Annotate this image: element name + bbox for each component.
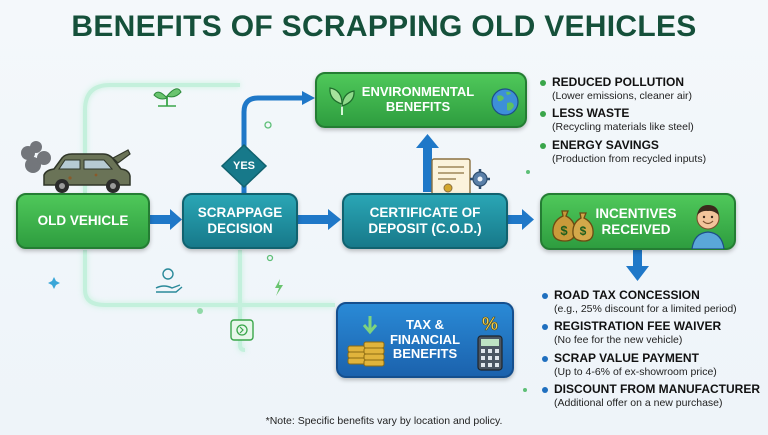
decor-dot [526,170,530,174]
sparkle-icon [48,277,60,289]
list-item-title: SCRAP VALUE PAYMENT [554,352,764,366]
incentives-label-line2: RECEIVED [595,222,676,238]
page-title: BENEFITS OF SCRAPPING OLD VEHICLES [0,10,768,44]
list-item: SCRAP VALUE PAYMENT (Up to 4-6% of ex-sh… [542,352,764,378]
tax-label-line3: BENEFITS [390,347,460,362]
money-bag-icon: $ $ [548,205,598,247]
list-item-title: LESS WASTE [552,107,762,121]
percent-icon: % [482,314,498,334]
certificate-label-line1: CERTIFICATE OF [370,205,481,221]
svg-text:$: $ [580,224,587,238]
list-item: LESS WASTE (Recycling materials like ste… [540,107,762,133]
list-item-detail: (e.g., 25% discount for a limited period… [554,303,764,316]
list-item: REDUCED POLLUTION (Lower emissions, clea… [540,76,762,102]
list-item-detail: (Additional offer on a new purchase) [554,397,764,410]
tax-financial-benefits-box: TAX & FINANCIAL BENEFITS % [336,302,514,378]
list-item-detail: (Production from recycled inputs) [552,153,762,166]
old-vehicle-label: OLD VEHICLE [38,213,129,229]
tax-label-line1: TAX & [390,318,460,333]
decor-dot [268,256,273,261]
yes-label: YES [223,151,265,181]
environmental-label-line2: BENEFITS [362,100,474,115]
bullet-dot [540,111,546,117]
bullet-dot [540,80,546,86]
incentives-list: ROAD TAX CONCESSION (e.g., 25% discount … [542,289,764,415]
scrappage-decision-box: SCRAPPAGE DECISION [182,193,298,249]
hand-coin-icon [156,269,182,292]
plug-icon [231,320,253,340]
list-item-detail: (Recycling materials like steel) [552,121,762,134]
incentives-label-line1: INCENTIVES [595,206,676,222]
bullet-dot [542,324,548,330]
calculator-icon: % [474,312,506,378]
list-item-detail: (No fee for the new vehicle) [554,334,764,347]
gear-icon [470,169,490,189]
list-item-detail: (Up to 4-6% of ex-showroom price) [554,366,764,379]
leaf-icon [325,84,359,122]
bullet-dot [542,293,548,299]
scrappage-label-line2: DECISION [207,221,272,237]
scrappage-label-line1: SCRAPPAGE [198,205,283,221]
list-item-detail: (Lower emissions, cleaner air) [552,90,762,103]
bullet-dot [542,356,548,362]
environmental-benefits-list: REDUCED POLLUTION (Lower emissions, clea… [540,76,762,170]
certificate-label-line2: DEPOSIT (C.O.D.) [368,221,481,237]
coins-icon [344,312,388,378]
list-item: REGISTRATION FEE WAIVER (No fee for the … [542,320,764,346]
certificate-icon [432,159,470,195]
decor-dot [197,308,203,314]
list-item: ROAD TAX CONCESSION (e.g., 25% discount … [542,289,764,315]
decor-dot [265,122,271,128]
list-item-title: ROAD TAX CONCESSION [554,289,764,303]
sprout-icon [154,89,181,106]
yes-branch-arrowhead [302,91,315,105]
footnote: *Note: Specific benefits vary by locatio… [0,415,768,427]
tax-label-line2: FINANCIAL [390,333,460,348]
bullet-dot [542,387,548,393]
lightning-icon [275,279,283,296]
smoke-icon [21,141,51,173]
certificate-box: CERTIFICATE OF DEPOSIT (C.O.D.) [342,193,508,249]
decor-dot [523,388,527,392]
bullet-dot [540,143,546,149]
list-item: DISCOUNT FROM MANUFACTURER (Additional o… [542,383,764,409]
svg-text:$: $ [560,223,568,238]
incentives-received-box: $ $ INCENTIVES RECEIVED [540,193,736,250]
list-item-title: REGISTRATION FEE WAIVER [554,320,764,334]
list-item-title: REDUCED POLLUTION [552,76,762,90]
list-item: ENERGY SAVINGS (Production from recycled… [540,139,762,165]
person-icon [688,199,728,253]
list-item-title: DISCOUNT FROM MANUFACTURER [554,383,764,397]
globe-icon [489,86,521,122]
environmental-benefits-box: ENVIRONMENTAL BENEFITS [315,72,527,128]
list-item-title: ENERGY SAVINGS [552,139,762,153]
environmental-label-line1: ENVIRONMENTAL [362,85,474,100]
old-vehicle-box: OLD VEHICLE [16,193,150,249]
